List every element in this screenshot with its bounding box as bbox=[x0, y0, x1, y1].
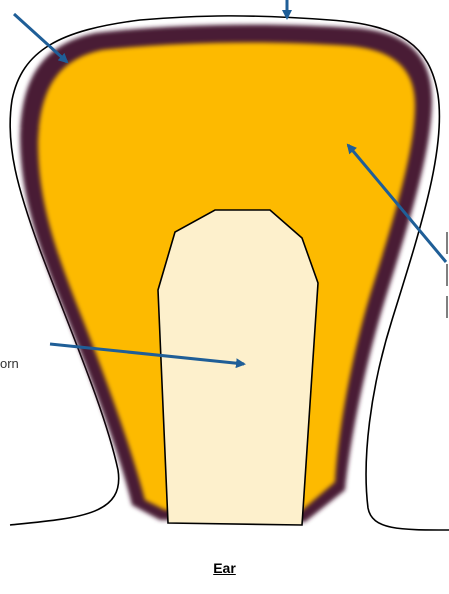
inner-core bbox=[158, 210, 318, 525]
arrow-top-left bbox=[14, 14, 67, 62]
left-partial-label: orn bbox=[0, 356, 19, 371]
diagram-caption: Ear bbox=[0, 560, 449, 576]
cropped-label-marks bbox=[443, 232, 449, 326]
